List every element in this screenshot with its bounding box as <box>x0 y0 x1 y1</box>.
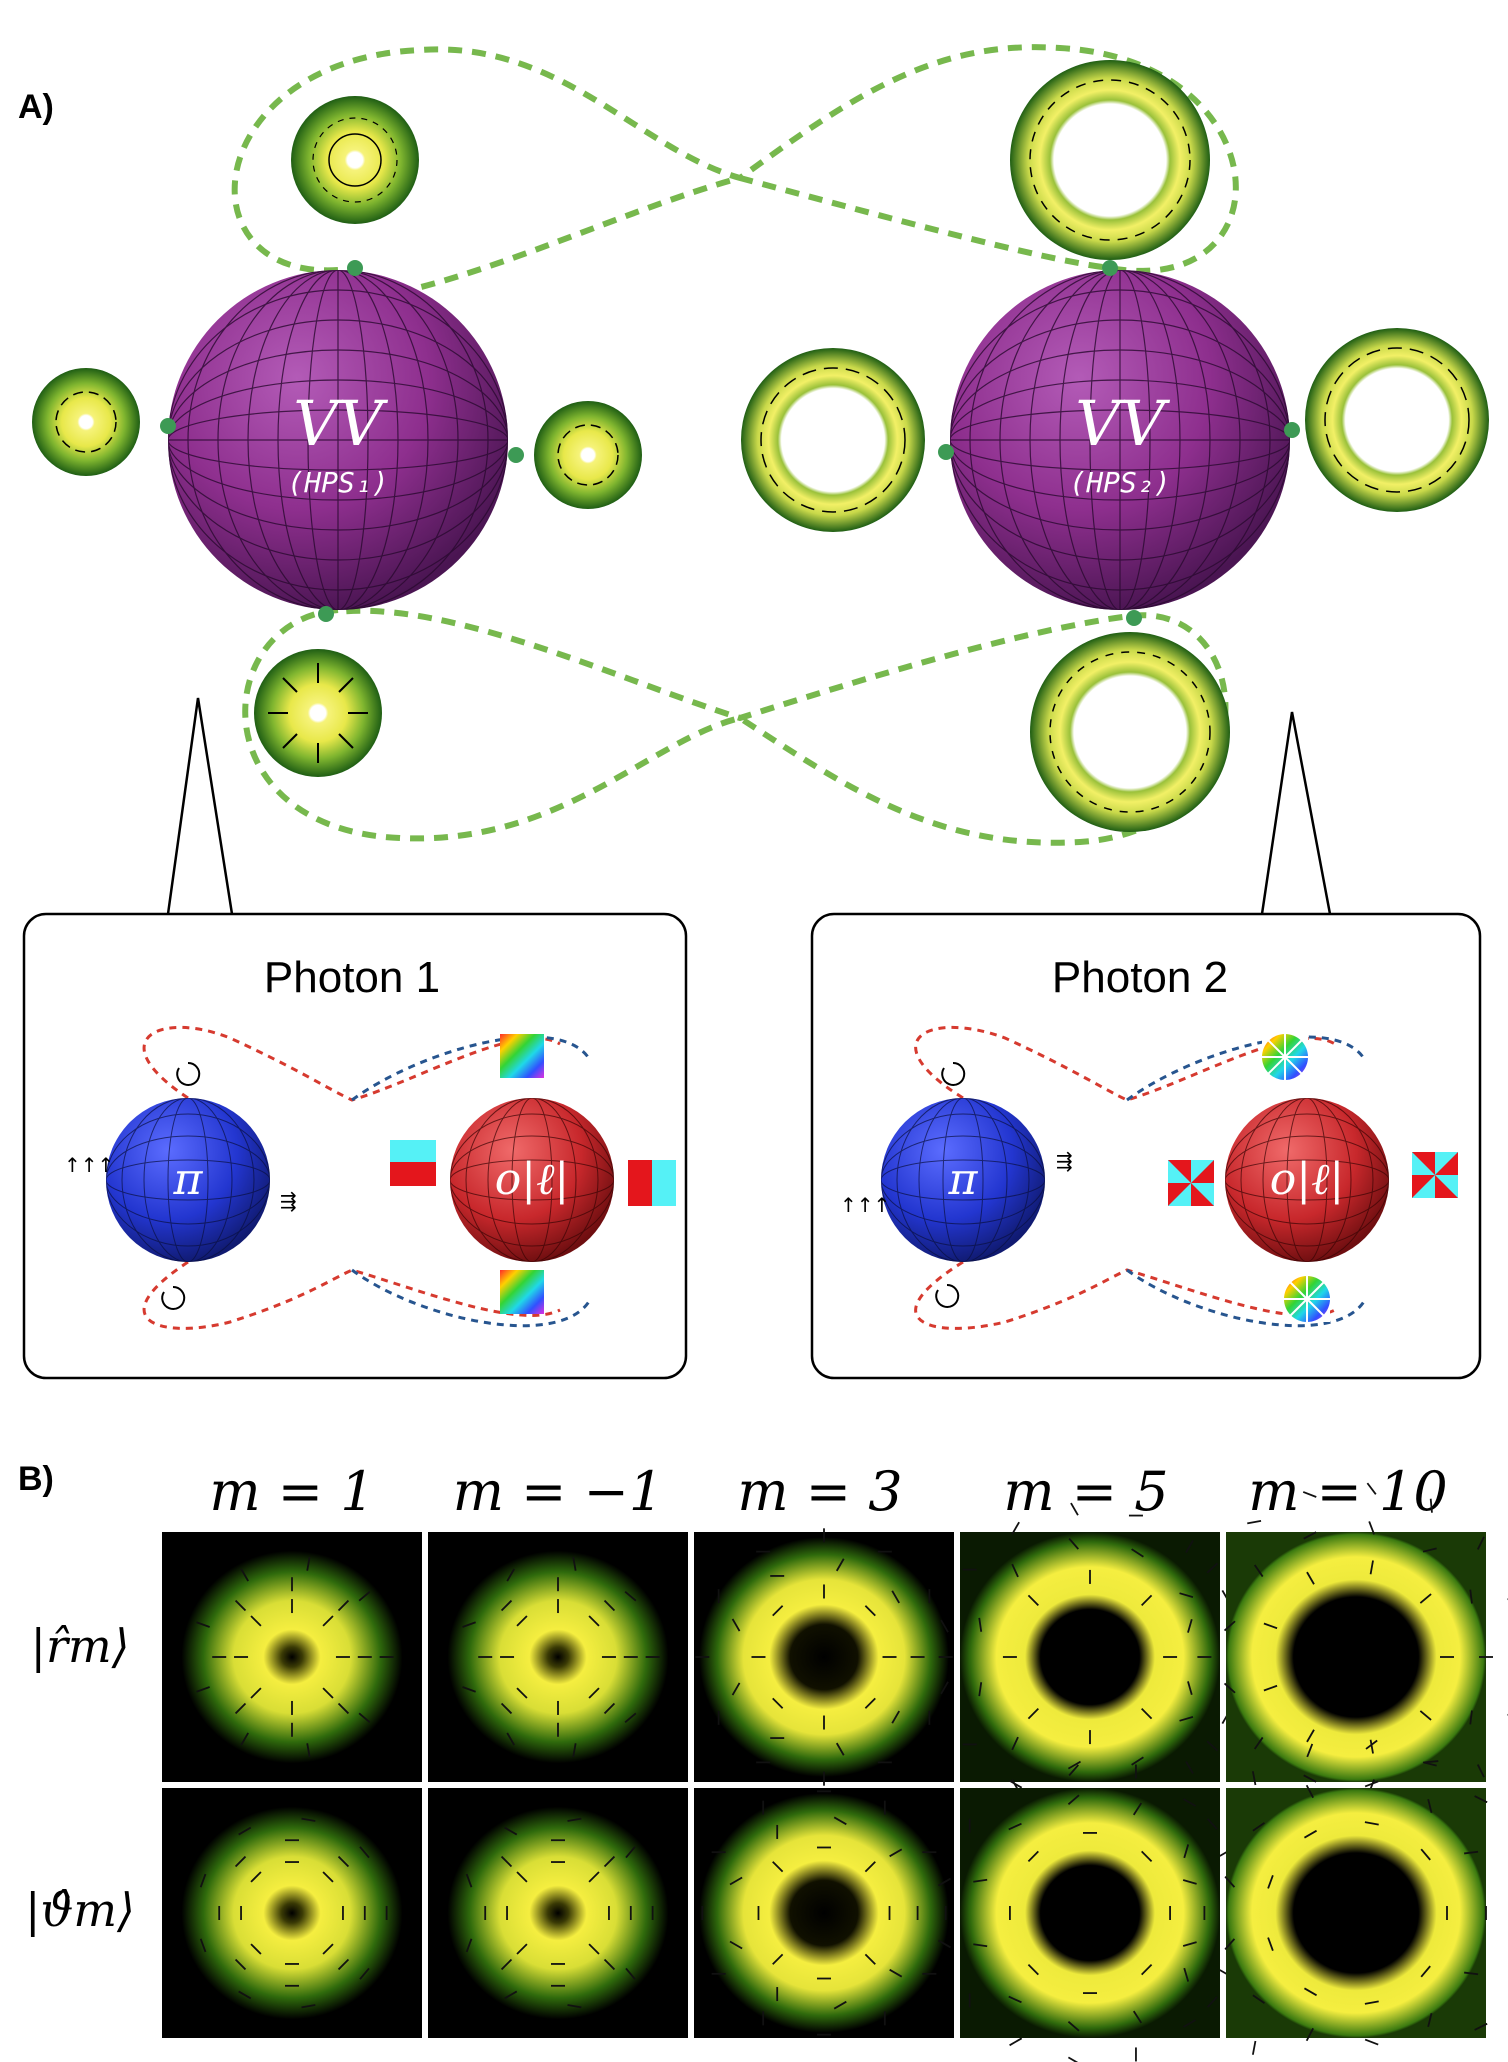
mode-donut-hps1-bottom <box>254 649 382 777</box>
horizontal-arrows-icon: ⇶ <box>280 1189 297 1213</box>
col-header-m5: m = 5 <box>1003 1460 1168 1523</box>
photon2-pol-symbol: π <box>948 1154 979 1205</box>
photon1-box: Photon 1 π o|ℓ| ↑↑↑ ⇶ <box>22 912 688 1380</box>
photon2-box: Photon 2 π o|ℓ| ↑↑↑ ⇶ <box>810 912 1482 1380</box>
mode-donut-hps2-bottom <box>1030 632 1230 832</box>
azimuthal-beam-m10 <box>1182 1739 1488 2055</box>
mode-donut-hps2-right <box>1305 328 1489 512</box>
mode-donut-hps1-right <box>534 401 642 509</box>
hps1-sublabel: (HPS₁) <box>287 466 388 499</box>
vertical-arrows-icon: ↑↑↑ <box>64 1153 114 1177</box>
phase-vortex-icon-top <box>500 1034 544 1078</box>
radial-beam-m5 <box>940 1502 1246 1812</box>
radial-beam-m-1 <box>428 1532 688 1782</box>
hps2-label: VV <box>1075 387 1171 460</box>
photon2-title: Photon 2 <box>1052 953 1228 1002</box>
petal-mode-icon-right <box>1412 1152 1458 1198</box>
vertical-arrows-icon-2: ↑↑↑ <box>840 1193 890 1217</box>
col-header-m1: m = 1 <box>209 1460 374 1523</box>
hps1-label: VV <box>293 387 389 460</box>
radial-beam-m10 <box>1187 1482 1508 1832</box>
photon1-title: Photon 1 <box>264 953 440 1002</box>
petal-mode-icon-bottom <box>1284 1276 1330 1322</box>
mode-donut-hps2-left <box>741 348 925 532</box>
row-header-radial: |r̂m⟩ <box>30 1619 129 1673</box>
azimuthal-beam-m3 <box>694 1788 954 2038</box>
phase-vortex-icon-bottom <box>500 1270 544 1314</box>
pole-dots <box>160 260 1300 626</box>
mode-donut-hps2-top <box>1010 60 1210 260</box>
photon1-oam-symbol: o|ℓ| <box>495 1154 569 1205</box>
mode-donut-hps1-left <box>32 368 140 476</box>
azimuthal-beam-m1 <box>162 1788 422 2038</box>
hg-mode-icon-right <box>628 1160 676 1206</box>
azimuthal-beam-m-1 <box>428 1788 688 2038</box>
petal-mode-icon-left <box>1168 1160 1214 1206</box>
col-header-m3: m = 3 <box>737 1460 902 1523</box>
hps2-sublabel: (HPS₂) <box>1069 466 1170 499</box>
col-header-m10: m = 10 <box>1248 1460 1448 1523</box>
petal-mode-icon-top <box>1262 1034 1308 1080</box>
column-headers: m = 1 m = −1 m = 3 m = 5 m = 10 <box>209 1460 1447 1523</box>
top-figure-eight-loop <box>231 44 1239 846</box>
callout-pointers <box>166 697 1332 915</box>
horizontal-arrows-icon-2: ⇶ <box>1056 1149 1073 1173</box>
hps-sphere-2: VV (HPS₂) <box>950 270 1290 610</box>
photon2-oam-symbol: o|ℓ| <box>1270 1154 1344 1205</box>
beam-grid <box>162 1482 1508 2062</box>
panel-a-label: A) <box>18 88 54 126</box>
radial-beam-m1 <box>162 1532 422 1782</box>
photon1-pol-symbol: π <box>173 1154 204 1205</box>
azimuthal-beam-m5 <box>938 1760 1240 2062</box>
hps-sphere-1: VV (HPS₁) <box>168 270 508 610</box>
row-header-azimuthal: |ϑ̂m⟩ <box>25 1883 135 1937</box>
row-headers: |r̂m⟩ |ϑ̂m⟩ <box>25 1619 135 1937</box>
radial-beam-m3 <box>694 1528 954 1786</box>
mode-donut-hps1-top <box>291 96 419 224</box>
hg-mode-icon-left <box>390 1140 436 1186</box>
col-header-m-1: m = −1 <box>453 1460 663 1523</box>
panel-b-label: B) <box>18 1460 54 1498</box>
